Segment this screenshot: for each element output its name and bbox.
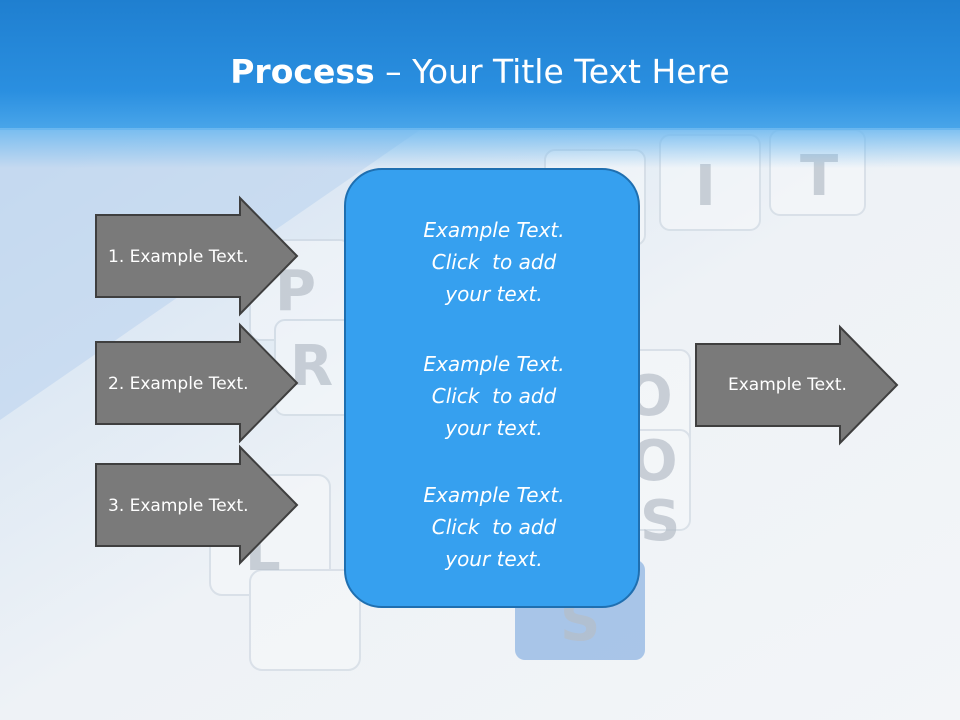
center-text-block-2[interactable]: Example Text. Click to add your text.	[346, 348, 642, 444]
input-arrow-3-label: 3. Example Text.	[108, 496, 249, 516]
center-text-line: your text.	[445, 547, 543, 571]
center-text-line: Click to add	[431, 515, 557, 539]
output-arrow[interactable]: Example Text.	[695, 324, 899, 446]
center-text-line: Example Text.	[423, 352, 565, 376]
center-text-line: Example Text.	[423, 218, 565, 242]
bg-letter: R	[290, 334, 333, 399]
bg-letter: I	[695, 154, 716, 219]
center-text-line: your text.	[445, 282, 543, 306]
center-text-line: your text.	[445, 416, 543, 440]
input-arrow-2[interactable]: 2. Example Text.	[95, 322, 299, 444]
input-arrow-1[interactable]: 1. Example Text.	[95, 195, 299, 317]
slide-title[interactable]: Process – Your Title Text Here	[0, 52, 960, 91]
title-bar	[0, 0, 960, 130]
center-text-line: Click to add	[431, 250, 557, 274]
title-bold: Process	[230, 52, 375, 91]
center-text-line: Click to add	[431, 384, 557, 408]
bg-letter: S	[640, 489, 680, 554]
input-arrow-3[interactable]: 3. Example Text.	[95, 444, 299, 566]
title-bar-fade	[0, 128, 960, 168]
process-center-box[interactable]: Example Text. Click to add your text. Ex…	[344, 168, 640, 608]
center-text-line: Example Text.	[423, 483, 565, 507]
title-rest: – Your Title Text Here	[374, 52, 730, 91]
center-text-block-1[interactable]: Example Text. Click to add your text.	[346, 214, 642, 310]
input-arrow-2-label: 2. Example Text.	[108, 374, 249, 394]
center-text-block-3[interactable]: Example Text. Click to add your text.	[346, 479, 642, 575]
input-arrow-1-label: 1. Example Text.	[108, 247, 249, 267]
output-arrow-label: Example Text.	[728, 375, 847, 395]
